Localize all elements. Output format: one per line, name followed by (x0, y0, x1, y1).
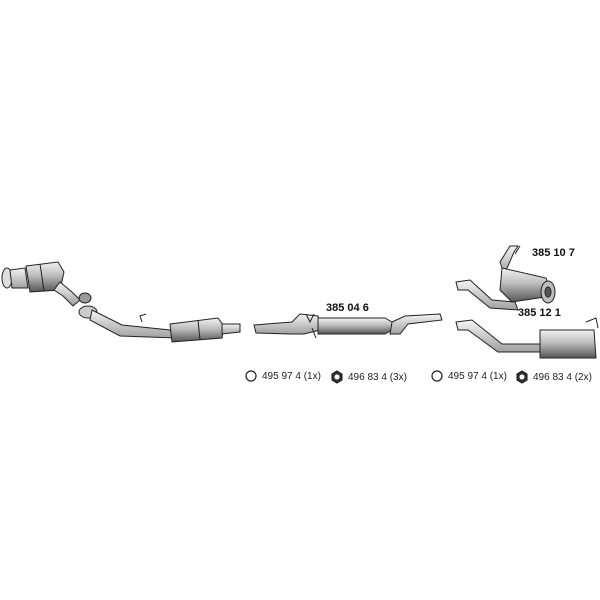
part-label-center-muffler: 385 04 6 (326, 302, 369, 314)
accessory-item: 495 97 4 (1x) (430, 370, 507, 382)
accessory-code: 496 83 4 (2x) (533, 371, 592, 383)
rear-muffler-b (455, 317, 599, 359)
rubber-hanger-icon (331, 370, 343, 384)
accessory-code: 495 97 4 (1x) (448, 370, 507, 382)
accessory-item: 495 97 4 (1x) (244, 370, 321, 382)
center-muffler-pipe (253, 313, 443, 339)
accessory-item: 496 83 4 (3x) (330, 370, 407, 384)
part-label-rear-muffler-a: 385 10 7 (532, 247, 575, 259)
rear-muffler-a (455, 245, 556, 311)
part-label-rear-muffler-b: 385 12 1 (518, 307, 561, 319)
clamp-ring-icon (431, 370, 443, 382)
front-pipe-catalytic-assembly (1, 261, 241, 343)
accessory-item: 496 83 4 (2x) (515, 370, 592, 384)
rubber-hanger-icon (516, 370, 528, 384)
clamp-ring-icon (245, 370, 257, 382)
accessory-code: 495 97 4 (1x) (262, 370, 321, 382)
accessory-code: 496 83 4 (3x) (348, 371, 407, 383)
